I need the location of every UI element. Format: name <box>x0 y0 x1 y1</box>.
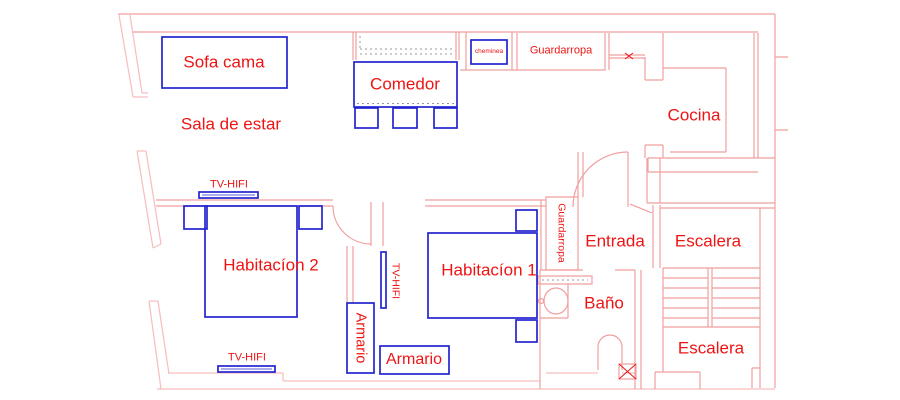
label-bano: Baño <box>584 293 624 313</box>
label-habitacion-1: Habitacíon 1 <box>441 260 537 280</box>
tv-unit-mid <box>380 251 387 309</box>
closet-horizontal <box>379 345 450 375</box>
label-escalera-upper: Escalera <box>674 231 742 251</box>
label-cheminea: cheminea <box>474 47 504 55</box>
door-mark-icon <box>624 52 634 60</box>
label-comedor: Comedor <box>370 74 440 94</box>
entrance-walls <box>572 151 661 268</box>
bathroom-sink <box>537 287 569 315</box>
tv-unit-top <box>198 191 259 199</box>
dining-chairs <box>354 107 458 129</box>
kitchen-walls <box>644 33 775 173</box>
shower-drain <box>618 363 637 380</box>
outer-walls <box>118 13 788 390</box>
closet-vertical <box>346 302 375 374</box>
bed-habitacion-2 <box>204 205 298 318</box>
nightstand <box>515 209 538 343</box>
stairs <box>654 202 775 389</box>
label-guardarropa-top: Guardarropa <box>529 44 593 57</box>
wardrobe-top-closet <box>516 33 645 71</box>
bedroom-divider-walls <box>156 199 546 303</box>
bed-habitacion-1 <box>427 232 538 319</box>
fireplace-surround <box>460 32 517 71</box>
sofa-bed <box>161 36 288 89</box>
bottom-walls <box>168 372 635 382</box>
fireplace-box <box>470 39 508 65</box>
dining-table <box>353 61 458 108</box>
label-cocina: Cocina <box>667 105 721 125</box>
bedroom-door-arc <box>332 205 372 245</box>
label-armario-vertical: Armario <box>352 312 369 364</box>
nightstand <box>183 205 323 230</box>
label-sofa-cama: Sofa cama <box>183 52 265 72</box>
tv-unit-bottom <box>217 365 276 373</box>
label-tv-hifi-top: TV-HIFI <box>210 178 248 191</box>
entrance-door-arc <box>572 151 629 208</box>
label-tv-hifi-mid: TV-HIFI <box>389 262 402 300</box>
label-armario-horizontal: Armario <box>385 351 443 368</box>
label-entrada: Entrada <box>585 231 645 251</box>
window-counter <box>352 32 460 60</box>
bathroom-walls <box>537 269 642 389</box>
label-escalera-lower: Escalera <box>677 338 745 358</box>
label-tv-hifi-bottom: TV-HIFI <box>228 351 266 364</box>
left-slanted-walls <box>118 14 170 390</box>
label-guardarropa-vertical: Guardarropa <box>555 203 568 263</box>
label-sala-de-estar: Sala de estar <box>180 114 282 134</box>
label-habitacion-2: Habitacíon 2 <box>223 255 319 275</box>
toilet <box>597 334 623 370</box>
